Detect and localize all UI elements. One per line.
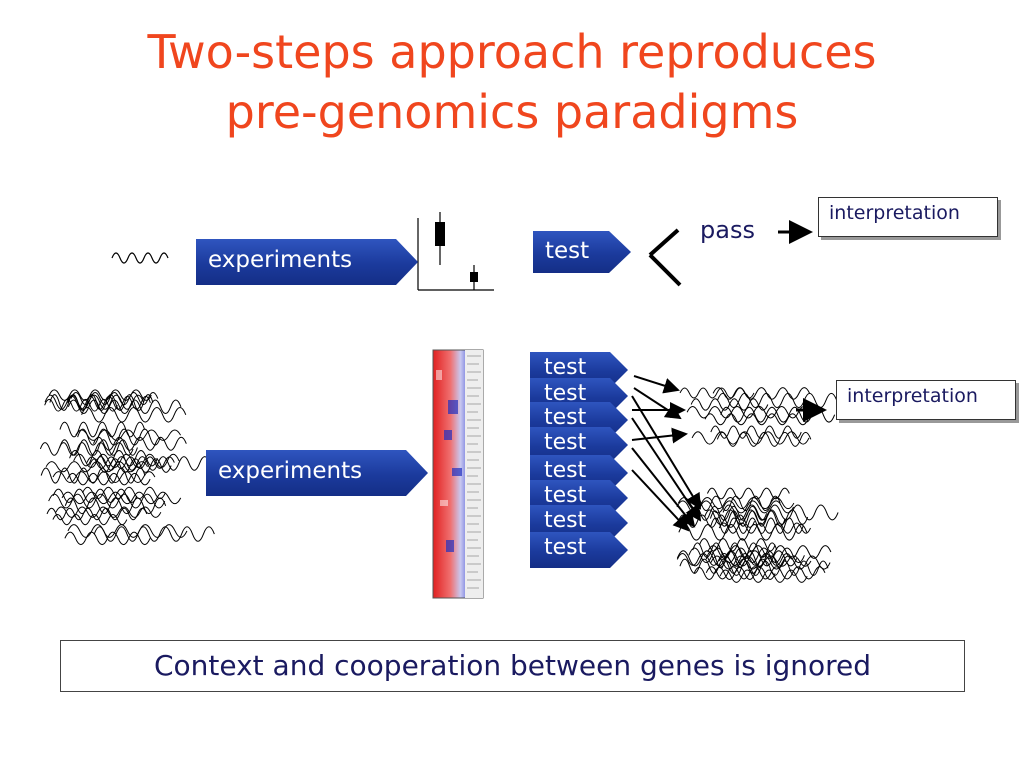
gene-wave	[716, 392, 838, 409]
test-box-2: test	[530, 378, 628, 414]
gene-wave	[61, 491, 182, 505]
gene-wave	[39, 442, 134, 456]
branch-lines	[648, 228, 682, 287]
gene-wave	[95, 456, 211, 471]
gene-wave	[67, 395, 151, 410]
test-label-8: test	[544, 535, 587, 560]
gene-cluster-pass	[679, 387, 838, 447]
gene-wave	[704, 413, 809, 426]
gene-wave	[69, 450, 158, 467]
gene-wave	[706, 487, 790, 500]
gene-wave	[677, 514, 756, 528]
interpretation-label-top: interpretation	[829, 202, 960, 224]
gene-wave	[52, 513, 128, 526]
gene-wave	[712, 387, 811, 400]
gene-wave	[707, 545, 832, 559]
gene-wave	[67, 524, 188, 538]
test-label-top: test	[545, 238, 590, 264]
gene-wave	[93, 436, 187, 451]
gene-wave	[40, 467, 146, 484]
interpretation-box-bottom: interpretation	[836, 380, 1016, 420]
gene-wave	[722, 504, 839, 521]
gene-wave	[690, 505, 768, 521]
gene-wave	[709, 510, 786, 527]
conclusion-text: Context and cooperation between genes is…	[153, 649, 872, 682]
gene-wave	[678, 523, 808, 541]
gene-wave	[49, 394, 154, 411]
experiments-label-top: experiments	[208, 247, 353, 273]
test-label-4: test	[544, 430, 587, 455]
pass-label: pass	[700, 216, 755, 244]
gene-wave	[691, 431, 810, 445]
interpretation-box-top: interpretation	[818, 197, 998, 237]
boxplot-mini-chart	[417, 212, 494, 291]
test-label-7: test	[544, 508, 587, 533]
test-label-3: test	[544, 405, 587, 430]
test-label-6: test	[544, 483, 587, 508]
gene-wave	[690, 398, 769, 411]
slide-title-line1: Two-steps approach reproduces	[147, 25, 877, 79]
gene-wave	[64, 497, 167, 515]
slide-title-line2: pre-genomics paradigms	[225, 85, 799, 139]
gene-cluster-fail	[676, 487, 839, 583]
single-gene-wave	[111, 252, 169, 264]
gene-wave	[704, 509, 809, 525]
gene-wave	[710, 425, 802, 439]
gene-wave	[716, 431, 812, 447]
test-box-8: test	[530, 532, 628, 568]
gene-wave	[52, 471, 156, 484]
test-label-2: test	[544, 381, 587, 406]
test-box-top: test	[533, 231, 631, 273]
interpretation-label-bottom: interpretation	[847, 385, 978, 407]
gene-wave	[73, 453, 180, 469]
gene-wave	[59, 439, 138, 456]
gene-wave	[705, 550, 785, 568]
gene-wave	[46, 507, 148, 521]
experiments-box-top: experiments	[196, 239, 418, 285]
experiments-box-bottom: experiments	[206, 450, 428, 496]
gene-cloud-left	[39, 389, 215, 546]
gene-wave	[75, 429, 182, 441]
gene-wave	[48, 493, 166, 509]
gene-wave	[688, 547, 805, 564]
gene-wave	[720, 406, 836, 423]
conclusion-box: Context and cooperation between genes is…	[60, 640, 965, 692]
gene-wave	[721, 560, 829, 576]
experiments-label-bottom: experiments	[218, 458, 363, 484]
gene-wave	[705, 566, 826, 580]
gene-wave	[67, 399, 182, 415]
gene-wave	[679, 558, 768, 574]
gene-wave	[44, 398, 118, 412]
heatmap	[432, 349, 484, 599]
gene-wave	[59, 421, 146, 438]
gene-wave	[718, 522, 811, 534]
test-label-1: test	[544, 355, 587, 380]
gene-wave	[93, 526, 215, 542]
gene-wave	[82, 486, 166, 500]
test-arrows	[631, 375, 702, 532]
test-label-5: test	[544, 458, 587, 483]
gene-wave	[52, 488, 138, 503]
